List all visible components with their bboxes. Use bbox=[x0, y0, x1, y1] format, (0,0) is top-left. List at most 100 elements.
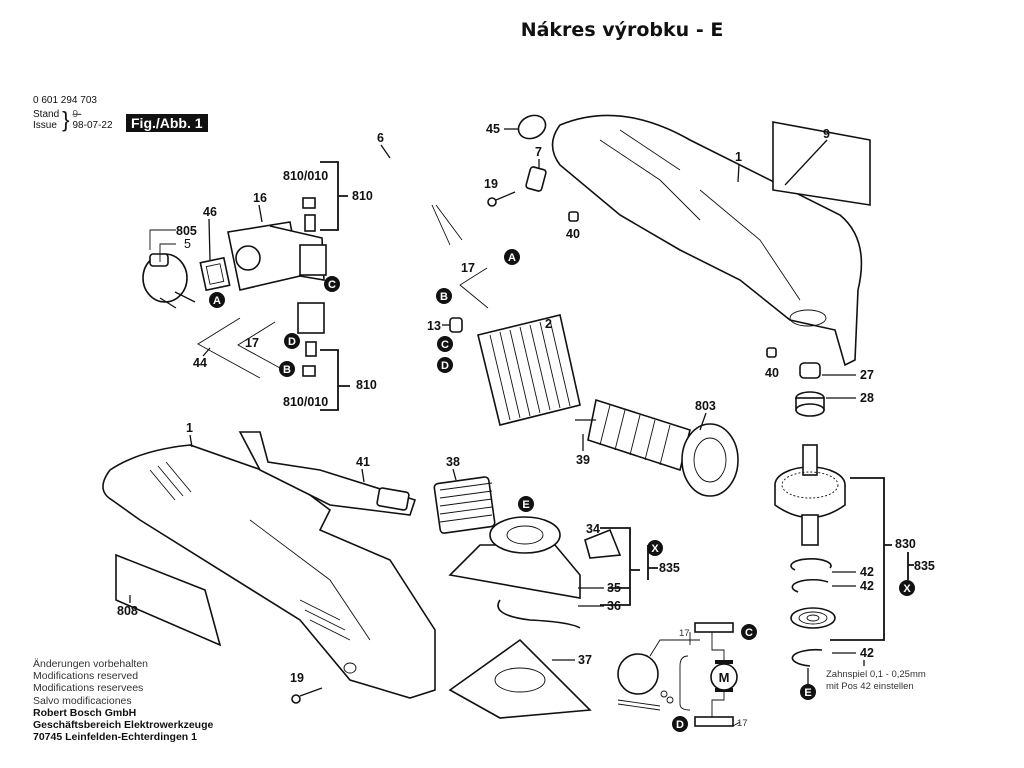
svg-text:D: D bbox=[676, 719, 684, 731]
label-9: 9 bbox=[823, 127, 830, 141]
shim-42-b bbox=[791, 578, 829, 593]
plug bbox=[142, 253, 196, 309]
base-35 bbox=[448, 516, 581, 599]
label-19-bottom: 19 bbox=[290, 671, 304, 685]
svg-text:X: X bbox=[651, 543, 659, 555]
marker-b-left: B bbox=[279, 361, 295, 377]
housing-half-lower bbox=[102, 444, 436, 699]
marker-e-mid: E bbox=[518, 496, 534, 512]
svg-text:C: C bbox=[328, 279, 336, 291]
svg-text:D: D bbox=[288, 336, 296, 348]
bearing-27 bbox=[799, 362, 821, 379]
lock-45 bbox=[517, 114, 547, 140]
power-cord bbox=[130, 145, 463, 309]
marker-e-right: E bbox=[800, 684, 816, 700]
footer-line: Modifications reservees bbox=[33, 682, 144, 695]
armature bbox=[575, 398, 739, 497]
marker-d-mid: D bbox=[437, 357, 453, 373]
spring-36 bbox=[497, 599, 581, 629]
motor-symbol: M bbox=[719, 670, 730, 685]
bearing-28 bbox=[795, 391, 825, 417]
label-44: 44 bbox=[193, 356, 207, 370]
label-17-left: 17 bbox=[245, 336, 259, 350]
footer-line: Modifications reserved bbox=[33, 670, 139, 683]
svg-text:E: E bbox=[522, 499, 529, 511]
stand-issue-block: Stand Issue } 9- 98-07-22 bbox=[33, 109, 113, 132]
sanding-plate-37 bbox=[448, 638, 592, 719]
screw-19-top bbox=[487, 191, 516, 207]
label-40-bottom: 40 bbox=[765, 366, 779, 380]
stand-value: 9- bbox=[72, 109, 82, 120]
label-42-a: 42 bbox=[860, 565, 874, 579]
shim-42-c bbox=[791, 648, 823, 667]
label-35: 35 bbox=[607, 581, 621, 595]
label-6: 6 bbox=[377, 131, 384, 145]
label-1-bottom: 1 bbox=[186, 421, 193, 435]
label-42-c: 42 bbox=[860, 646, 874, 660]
label-810-010-top: 810/010 bbox=[283, 169, 328, 183]
seal-46 bbox=[199, 256, 231, 292]
label-28: 28 bbox=[860, 391, 874, 405]
svg-text:C: C bbox=[441, 339, 449, 351]
label-40-top: 40 bbox=[566, 227, 580, 241]
label-37: 37 bbox=[578, 653, 592, 667]
label-13: 13 bbox=[427, 319, 441, 333]
marker-d-left: D bbox=[284, 333, 300, 349]
footer-line: Salvo modificaciones bbox=[33, 694, 132, 707]
marker-x-right: X bbox=[899, 580, 915, 596]
company-name: Robert Bosch GmbH bbox=[33, 706, 137, 719]
label-38: 38 bbox=[446, 455, 460, 469]
wire-17-mid bbox=[459, 267, 489, 309]
cover-41 bbox=[238, 431, 417, 516]
screw-19-bottom bbox=[291, 687, 323, 704]
marker-a-left: A bbox=[209, 292, 225, 308]
label-808: 808 bbox=[117, 604, 138, 618]
housing-half-upper bbox=[551, 114, 863, 367]
label-19-top: 19 bbox=[484, 177, 498, 191]
label-46: 46 bbox=[203, 205, 217, 219]
label-45: 45 bbox=[486, 122, 500, 136]
label-810-010-bottom: 810/010 bbox=[283, 395, 328, 409]
label-803: 803 bbox=[695, 399, 716, 413]
clip-34 bbox=[584, 528, 622, 559]
label-42-b: 42 bbox=[860, 579, 874, 593]
label-805: 805 bbox=[176, 224, 197, 238]
issue-label: Issue bbox=[33, 120, 57, 131]
page-title: Nákres výrobku - E bbox=[520, 19, 724, 41]
footer-line: Änderungen vorbehalten bbox=[33, 658, 149, 670]
stator-field bbox=[477, 314, 581, 426]
label-34: 34 bbox=[586, 522, 600, 536]
label-plate-9 bbox=[772, 121, 871, 206]
svg-text:D: D bbox=[441, 360, 449, 372]
label-wiring-17-bottom: 17 bbox=[737, 718, 748, 729]
svg-text:C: C bbox=[745, 627, 753, 639]
label-36: 36 bbox=[607, 599, 621, 613]
figure-badge: Fig./Abb. 1 bbox=[126, 114, 208, 132]
marker-b-mid: B bbox=[436, 288, 452, 304]
svg-text:B: B bbox=[283, 364, 291, 376]
label-41: 41 bbox=[356, 455, 370, 469]
label-wiring-17-top: 17 bbox=[679, 628, 690, 639]
issue-value: 98-07-22 bbox=[72, 120, 113, 131]
stand-label: Stand bbox=[33, 109, 60, 120]
label-plate-808 bbox=[115, 553, 222, 647]
label-810-top: 810 bbox=[352, 189, 373, 203]
shim-42-a bbox=[790, 558, 832, 571]
svg-text:B: B bbox=[440, 291, 448, 303]
nut-40-top bbox=[568, 211, 579, 222]
brush-holder-top bbox=[299, 197, 327, 276]
label-39: 39 bbox=[576, 453, 590, 467]
label-16: 16 bbox=[253, 191, 267, 205]
label-5: 5 bbox=[184, 237, 191, 251]
marker-c-schematic: C bbox=[741, 624, 757, 640]
label-830: 830 bbox=[895, 537, 916, 551]
nut-40-bottom bbox=[766, 347, 777, 358]
bushing-13 bbox=[449, 317, 463, 333]
marker-x-mid: X bbox=[647, 540, 663, 556]
label-1-top: 1 bbox=[735, 150, 742, 164]
company-address: 70745 Leinfelden-Echterdingen 1 bbox=[33, 731, 197, 744]
part-number: 0 601 294 703 bbox=[33, 95, 97, 106]
marker-c-left: C bbox=[324, 276, 340, 292]
marker-c-mid: C bbox=[437, 336, 453, 352]
